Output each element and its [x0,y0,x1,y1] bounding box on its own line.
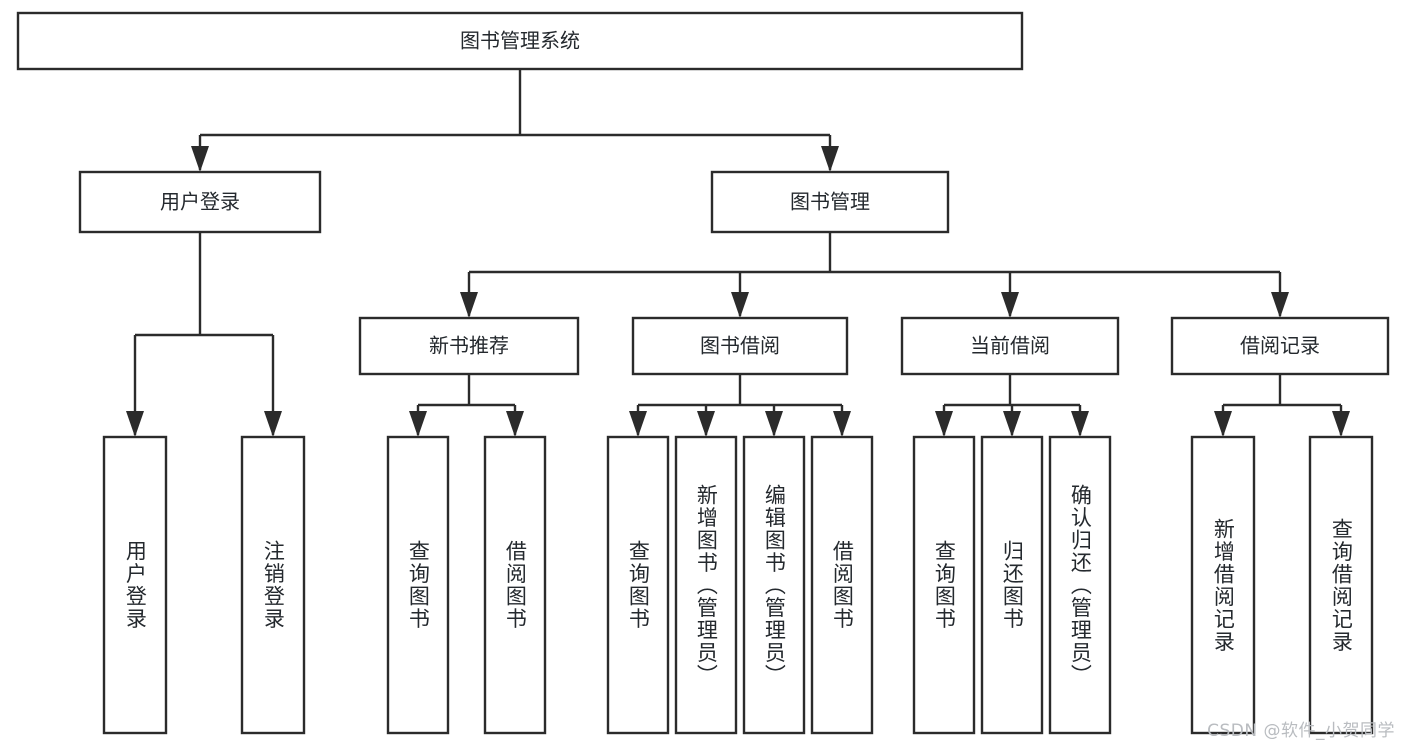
node-root-0[interactable] [16,11,1024,71]
arrow-head-icon [506,411,524,437]
node-box[interactable] [980,435,1044,735]
node-box[interactable] [240,435,306,735]
node-box[interactable] [1190,435,1256,735]
arrow-head-icon [1071,411,1089,437]
arrow-head-icon [191,146,209,172]
node-box[interactable] [742,435,806,735]
node-box[interactable] [900,316,1120,376]
arrow-head-icon [821,146,839,172]
node-label: 图书管理系统 [460,29,580,53]
node-label: 借阅记录 [1240,334,1320,358]
node-leaf-10[interactable] [674,435,738,735]
node-box[interactable] [1308,435,1374,735]
node-leaf-2[interactable] [102,435,168,735]
node-l3-17[interactable] [1170,316,1390,376]
node-l3-5[interactable] [358,316,580,376]
node-leaf-3[interactable] [240,435,306,735]
node-l3-13[interactable] [900,316,1120,376]
node-box[interactable] [1048,435,1112,735]
node-label: 用户登录 [160,190,240,214]
node-box[interactable] [358,316,580,376]
arrow-head-icon [629,411,647,437]
node-box[interactable] [810,435,874,735]
node-box[interactable] [674,435,738,735]
node-box[interactable] [631,316,849,376]
node-label: 图书管理 [790,190,870,214]
node-leaf-16[interactable] [1048,435,1112,735]
node-box[interactable] [483,435,547,735]
node-leaf-7[interactable] [483,435,547,735]
arrow-head-icon [1003,411,1021,437]
node-label: 新书推荐 [429,334,509,358]
watermark-text: CSDN @软件_小贺同学 [1207,721,1395,741]
node-l2-4[interactable] [710,170,950,234]
node-leaf-6[interactable] [386,435,450,735]
arrow-head-icon [1001,292,1019,318]
node-leaf-15[interactable] [980,435,1044,735]
node-box[interactable] [386,435,450,735]
arrow-head-icon [697,411,715,437]
node-label: 图书借阅 [700,334,780,358]
arrow-head-icon [1271,292,1289,318]
node-box[interactable] [912,435,976,735]
node-leaf-11[interactable] [742,435,806,735]
node-label: 当前借阅 [970,334,1050,358]
arrow-head-icon [935,411,953,437]
arrow-head-icon [126,411,144,437]
node-leaf-19[interactable] [1308,435,1374,735]
node-box[interactable] [1170,316,1390,376]
node-l3-8[interactable] [631,316,849,376]
node-leaf-12[interactable] [810,435,874,735]
node-box[interactable] [102,435,168,735]
node-leaf-9[interactable] [606,435,670,735]
arrow-head-icon [731,292,749,318]
node-leaf-18[interactable] [1190,435,1256,735]
arrow-head-icon [765,411,783,437]
arrow-head-icon [460,292,478,318]
node-box[interactable] [16,11,1024,71]
arrow-head-icon [1332,411,1350,437]
arrow-head-icon [833,411,851,437]
node-box[interactable] [710,170,950,234]
arrow-head-icon [264,411,282,437]
node-leaf-14[interactable] [912,435,976,735]
arrow-head-icon [1214,411,1232,437]
node-box[interactable] [606,435,670,735]
arrow-head-icon [409,411,427,437]
